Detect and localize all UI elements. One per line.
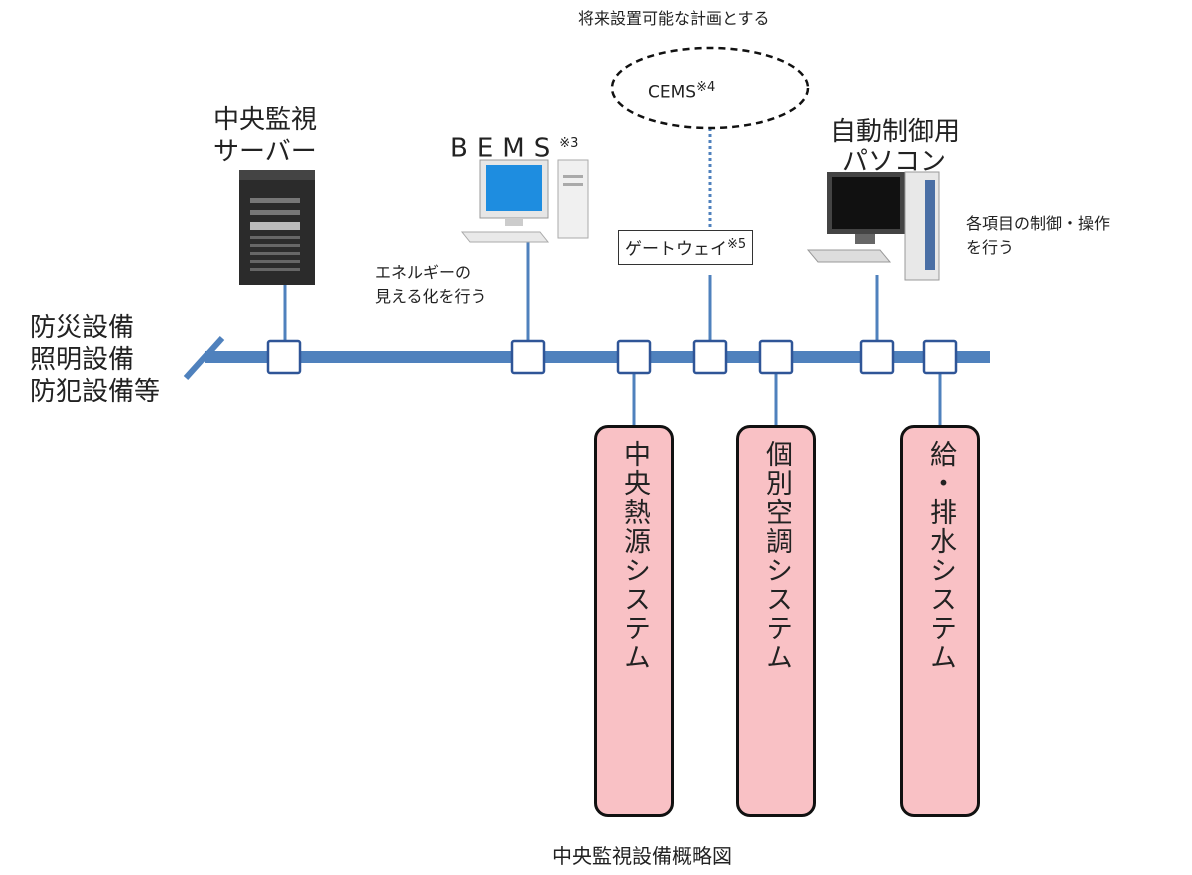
control-pc-label-line2: パソコン <box>842 147 947 177</box>
gateway-box: ゲートウェイ※5 <box>618 230 754 265</box>
left-equipment-security: 防犯設備等 <box>30 377 161 407</box>
bus-end-slash <box>183 335 225 381</box>
bus-node-control-pc <box>859 339 895 375</box>
system-hvac-label: 個別空調システム <box>761 440 792 672</box>
gateway-note-mark: ※5 <box>727 237 747 252</box>
bus-node-plumbing <box>922 339 958 375</box>
system-heat-source-box: 中央熱源システム <box>594 425 674 817</box>
bems-computer-icon <box>460 159 589 243</box>
bus-node-hvac <box>758 339 794 375</box>
bems-desc-line2: 見える化を行う <box>375 287 487 306</box>
system-heat-source-label: 中央熱源システム <box>619 440 650 672</box>
bus-node-bems <box>510 339 546 375</box>
cems-future-note: 将来設置可能な計画とする <box>578 9 770 28</box>
control-pc-icon <box>806 171 940 281</box>
diagram-caption: 中央監視設備概略図 <box>552 844 732 868</box>
left-equipment-lighting: 照明設備 <box>30 345 135 375</box>
bus-node-heat-source <box>616 339 652 375</box>
central-server-label-line1: 中央監視 <box>213 105 318 135</box>
control-pc-desc-line1: 各項目の制御・操作 <box>966 214 1111 233</box>
cems-ellipse <box>610 46 810 130</box>
bems-label-text: BEMS <box>450 133 560 164</box>
system-plumbing-label: 給・排水システム <box>925 440 956 672</box>
bus-node-server <box>266 339 302 375</box>
central-server-label-line2: サーバー <box>213 137 317 167</box>
bus-node-gateway <box>692 339 728 375</box>
system-plumbing-box: 給・排水システム <box>900 425 980 817</box>
gateway-label: ゲートウェイ <box>625 239 727 260</box>
control-pc-label-line1: 自動制御用 <box>830 117 961 147</box>
server-tower-icon <box>239 170 315 285</box>
cems-label-text: CEMS <box>648 82 697 103</box>
cems-note-mark: ※4 <box>696 80 716 95</box>
bems-label: BEMS※3 <box>450 128 578 165</box>
bems-desc-line1: エネルギーの <box>375 263 472 282</box>
control-pc-desc-line2: を行う <box>966 238 1015 257</box>
system-hvac-box: 個別空調システム <box>736 425 816 817</box>
cems-label: CEMS※4 <box>648 76 715 105</box>
left-equipment-fire: 防災設備 <box>30 313 135 343</box>
bems-note-mark: ※3 <box>559 136 579 151</box>
